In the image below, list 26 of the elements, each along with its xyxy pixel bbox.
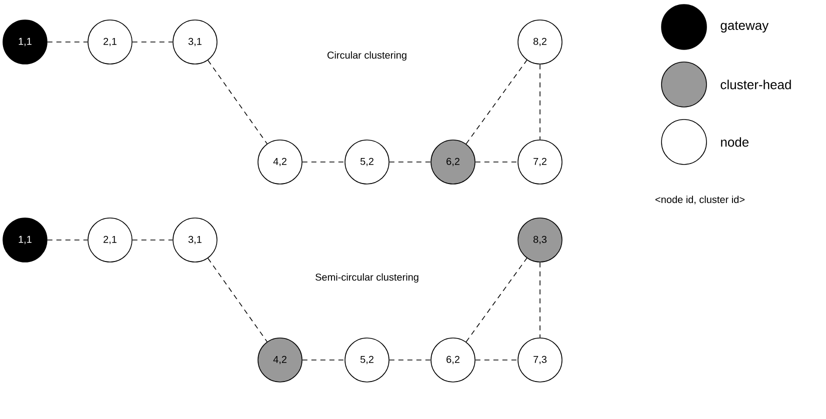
- circle-node: 7,2: [518, 140, 562, 184]
- circle-node: 5,2: [344, 338, 390, 382]
- circle-node: 5,2: [344, 140, 390, 184]
- dashed-link: [466, 60, 528, 144]
- circle-node: 6,2: [430, 140, 476, 184]
- caption-text: Circular clustering: [328, 51, 406, 61]
- circle-node: 7,3: [518, 338, 562, 382]
- circle-node: 4,2: [258, 140, 302, 184]
- circle-node: 3,1: [172, 218, 218, 262]
- circle-node: 2,1: [88, 218, 132, 262]
- circle-node: 6,2: [430, 338, 476, 382]
- circle-node: 3,1: [172, 20, 218, 64]
- circle-node: 8,3: [518, 218, 562, 262]
- legend-label: gateway: [720, 21, 769, 33]
- circle-node: 8,2: [518, 20, 562, 64]
- caption-text: <node id, cluster id>: [655, 196, 745, 204]
- circle-node: 2,1: [88, 20, 132, 64]
- caption-text: Semi-circular clustering: [316, 273, 418, 283]
- dashed-link: [466, 258, 528, 342]
- dashed-link: [208, 60, 268, 144]
- circle-node: 1,1: [2, 218, 48, 262]
- legend-label: cluster-head: [720, 80, 791, 90]
- circle-node: 1,1: [2, 20, 48, 64]
- dashed-link: [208, 258, 268, 342]
- circle-node: 4,2: [258, 338, 302, 382]
- legend-label: node: [721, 137, 749, 147]
